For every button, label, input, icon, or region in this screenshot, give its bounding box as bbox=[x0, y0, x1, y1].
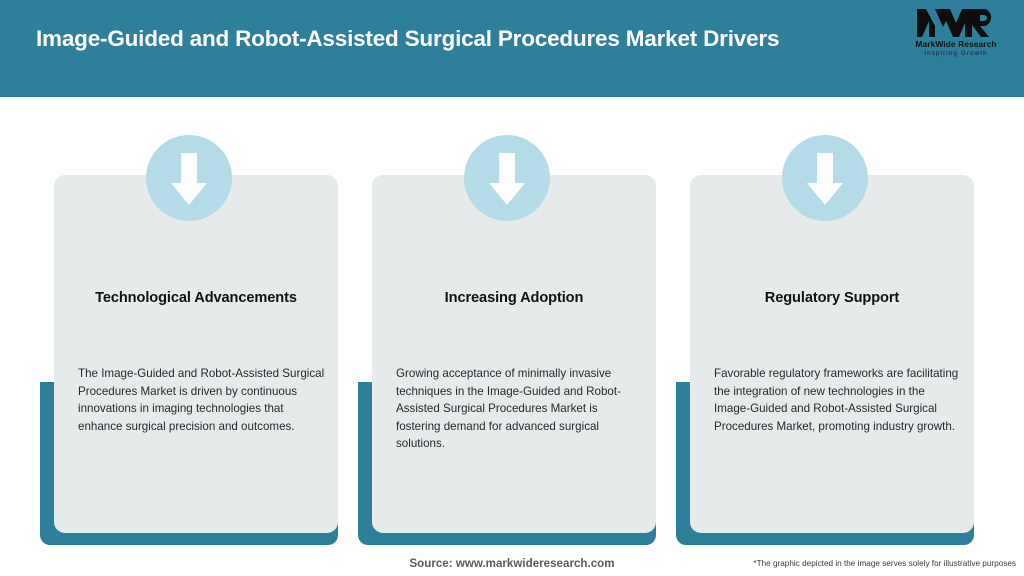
brand-logo: MarkWide Research Inspiring Growth bbox=[902, 8, 1010, 66]
card-body-text: The Image-Guided and Robot-Assisted Surg… bbox=[78, 367, 325, 433]
arrow-down-icon bbox=[146, 135, 232, 221]
card-surface: Technological Advancements The Image-Gui… bbox=[54, 175, 338, 533]
driver-card-3: Regulatory Support Favorable regulatory … bbox=[676, 135, 976, 550]
brand-name: MarkWide Research bbox=[915, 39, 997, 49]
card-heading: Increasing Adoption bbox=[444, 290, 584, 306]
header-bar bbox=[0, 0, 1024, 97]
card-body-text: Favorable regulatory frameworks are faci… bbox=[714, 367, 959, 433]
card-heading: Technological Advancements bbox=[95, 290, 297, 306]
card-heading: Regulatory Support bbox=[764, 290, 900, 306]
arrow-down-icon bbox=[782, 135, 868, 221]
page-title: Image-Guided and Robot-Assisted Surgical… bbox=[36, 26, 780, 51]
driver-card-1: Technological Advancements The Image-Gui… bbox=[40, 135, 340, 550]
card-body-text: Growing acceptance of minimally invasive… bbox=[396, 367, 621, 450]
arrow-down-icon bbox=[464, 135, 550, 221]
disclaimer-caption: *The graphic depicted in the image serve… bbox=[753, 559, 1016, 568]
card-surface: Regulatory Support Favorable regulatory … bbox=[690, 175, 974, 533]
card-surface: Increasing Adoption Growing acceptance o… bbox=[372, 175, 656, 533]
brand-tagline: Inspiring Growth bbox=[924, 50, 988, 57]
mwr-monogram-icon bbox=[902, 8, 1010, 38]
driver-card-2: Increasing Adoption Growing acceptance o… bbox=[358, 135, 658, 550]
source-caption: Source: www.markwideresearch.com bbox=[409, 557, 615, 570]
